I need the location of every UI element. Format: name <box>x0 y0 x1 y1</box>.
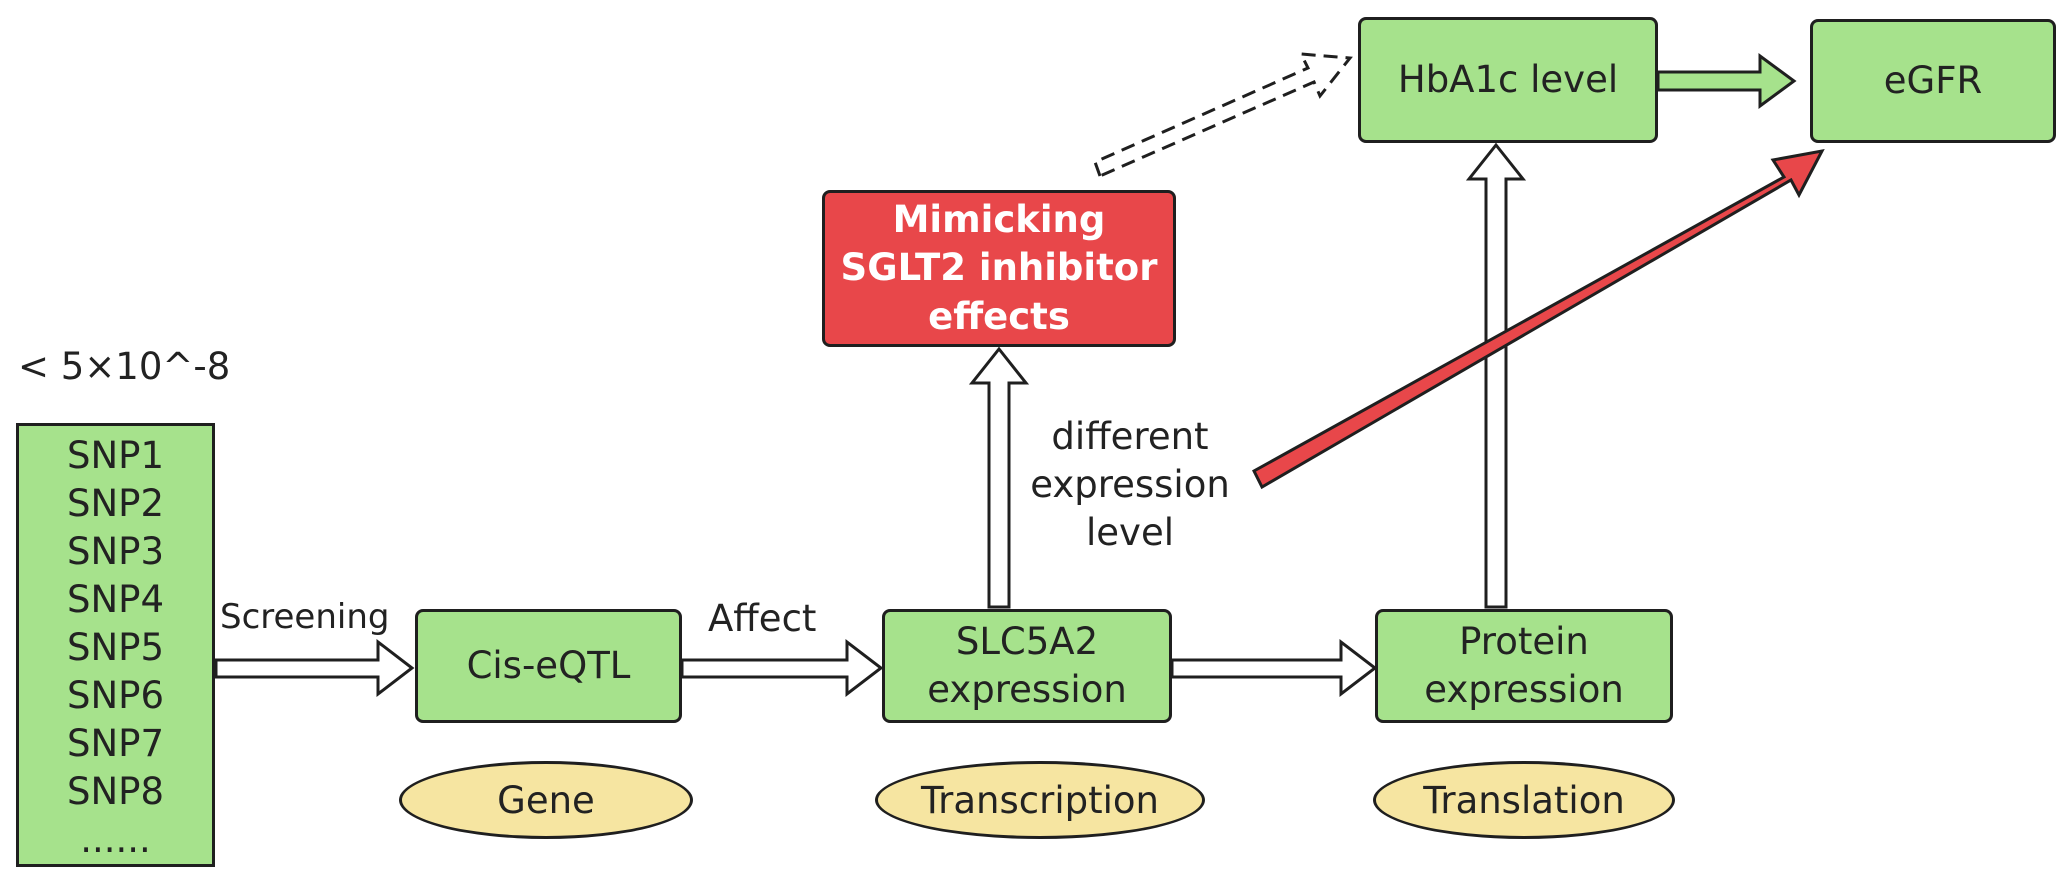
stage-translation: Translation <box>1373 761 1675 839</box>
arrow-affect <box>680 638 884 698</box>
node-hba1c-level: HbA1c level <box>1358 17 1658 143</box>
node-cis-eqtl: Cis-eQTL <box>415 609 682 723</box>
arrow-slc5a2-to-mimicking <box>968 346 1030 609</box>
node-hba1c-label: HbA1c level <box>1397 57 1619 101</box>
snp-item: SNP6 <box>66 674 165 717</box>
node-mimicking-label: Mimicking SGLT2 inhibitor effects <box>840 198 1158 338</box>
edge-label-different-expression: different expression level <box>1030 415 1230 555</box>
threshold-label: < 5×10^-8 <box>18 345 231 388</box>
node-slc5a2-label: SLC5A2 expression <box>927 619 1127 711</box>
stage-gene: Gene <box>399 761 693 839</box>
snp-item: SNP8 <box>66 770 165 813</box>
edge-label-affect: Affect <box>708 597 817 640</box>
arrow-hba1c-to-egfr <box>1656 53 1797 109</box>
snp-item: ...... <box>80 818 151 861</box>
snp-item: SNP5 <box>66 626 165 669</box>
snp-item: SNP4 <box>66 578 165 621</box>
edge-label-screening: Screening <box>220 597 390 637</box>
snp-item: SNP7 <box>66 722 165 765</box>
arrow-protein-to-hba1c <box>1465 142 1527 609</box>
arrow-slc5a2-to-protein <box>1170 638 1378 698</box>
node-protein-expression: Protein expression <box>1375 609 1673 723</box>
snp-item: SNP1 <box>66 434 165 477</box>
stage-transcription: Transcription <box>875 761 1205 839</box>
snp-item: SNP3 <box>66 530 165 573</box>
arrow-screening <box>214 638 415 698</box>
node-egfr: eGFR <box>1810 19 2056 143</box>
node-egfr-label: eGFR <box>1883 58 1983 102</box>
arrow-red-to-egfr <box>1252 148 1825 490</box>
stage-translation-label: Translation <box>1423 778 1625 822</box>
stage-transcription-label: Transcription <box>921 778 1159 822</box>
node-protein-label: Protein expression <box>1424 619 1624 711</box>
node-mimicking-sglt2: Mimicking SGLT2 inhibitor effects <box>822 190 1176 347</box>
snp-item: SNP2 <box>66 482 165 525</box>
stage-gene-label: Gene <box>497 778 595 822</box>
arrow-mimicking-to-hba1c-dashed <box>1093 52 1353 179</box>
node-slc5a2-expression: SLC5A2 expression <box>882 609 1172 723</box>
node-cis-eqtl-label: Cis-eQTL <box>466 643 631 687</box>
